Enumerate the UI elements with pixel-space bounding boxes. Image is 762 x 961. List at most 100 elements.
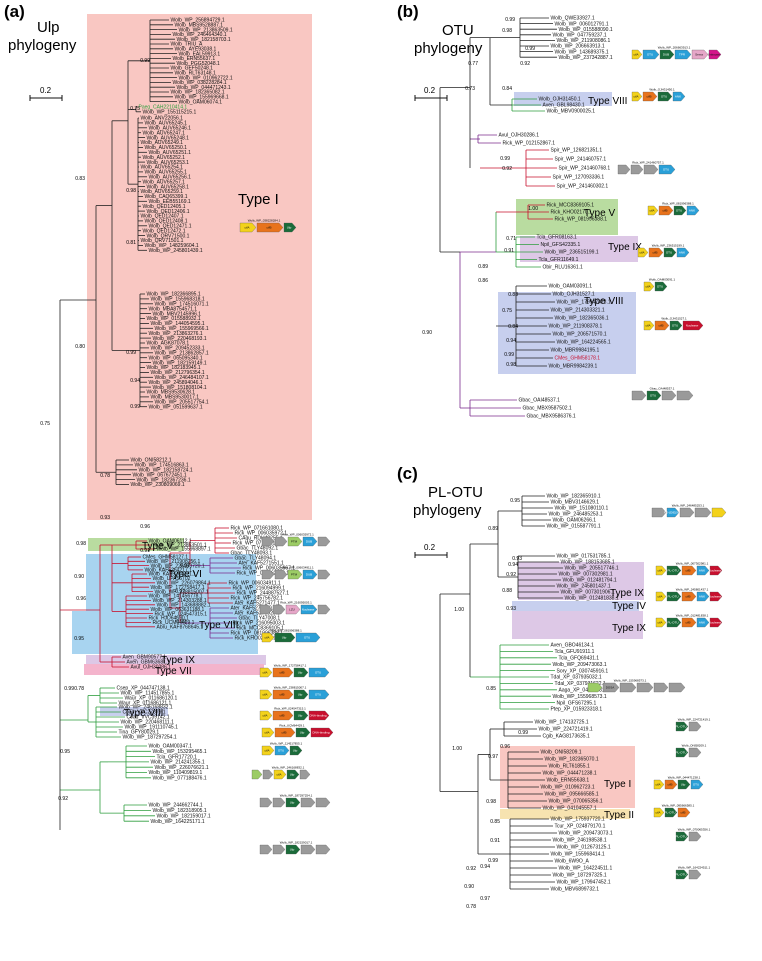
domain-arrow [310, 727, 334, 738]
leaf-label: Waur_XP_011686120.1 [125, 696, 178, 702]
domain-arrow [681, 565, 697, 576]
domain-arrow [631, 91, 643, 102]
leaf-label: Rick_HJD64690.1 [149, 616, 190, 622]
leaf-label: Rick_WP_244887527.1 [237, 591, 290, 597]
leaf-label: Wolb_WP_174516863.1 [135, 463, 189, 469]
cartoon-accession: Wolb_WP_238815007.1 [274, 686, 307, 690]
leaf-label: Wolb_WP_044471243.1 [177, 85, 231, 91]
domain-arrow [709, 617, 723, 628]
leaf-label: Wolb_WP_010962722.1 [179, 75, 233, 81]
leaf-label: Wolb_WP_051599637.1 [149, 404, 203, 410]
leaf-label: Wolb_OJH31450.1 [539, 97, 581, 103]
leaf-label: Wolb_WP_151080110.1 [555, 506, 609, 512]
leaf-label: Tcur_XP_024879170.1 [555, 824, 606, 830]
leaf-label: Wolb_MBV2145996.1 [153, 311, 202, 317]
bootstrap-value: 0.96 [76, 596, 86, 602]
leaf-label: Wolb_WP_226076621.1 [155, 765, 209, 771]
bootstrap-value: 0.77 [468, 61, 478, 67]
domain-arrow [272, 797, 286, 808]
bootstrap-value: 0.92 [466, 866, 476, 872]
leaf-label: Wolb_WP_182159017.1 [157, 814, 211, 820]
domain-label: cifA [633, 95, 638, 99]
cartoon-accession: Wolb_WP_038228284.1 [248, 219, 281, 223]
domain-arrow [675, 869, 689, 880]
domain-arrow [676, 390, 694, 401]
leaf-label: Obir_RLU16361.1 [543, 265, 584, 271]
leaf-label: Wolb_OAM06112.1 [149, 539, 192, 545]
type-i-highlight [87, 14, 312, 520]
leaf-label: Wolb_WP_230809069.1 [131, 482, 185, 488]
bootstrap-value: 0.97 [488, 754, 498, 760]
bootstrap-value: 0.75 [40, 421, 50, 427]
domain-label: TPR [679, 53, 686, 57]
domain-label: OTU [315, 671, 321, 675]
domain-arrow [259, 689, 273, 700]
leaf-label: Wolb_CAQ65399.1 [145, 194, 188, 200]
domain-label: PTM [291, 540, 298, 544]
leaf-label: Wolb_AUV65247.1 [143, 130, 186, 136]
domain-arrow [682, 320, 704, 331]
leaf-label: Rick_WP_081996388.1 [231, 631, 284, 637]
domain-label: OTU [666, 251, 672, 255]
domain-label: Ulp [293, 749, 298, 753]
leaf-label: Wolb_WP_015587791.1 [547, 524, 601, 530]
domain-arrow [602, 682, 620, 693]
domain-arrow [630, 164, 644, 175]
domain-arrow [317, 536, 331, 547]
leaf-label: Wolb_WP_010962723.1 [541, 785, 595, 791]
domain-label: cifB [685, 595, 690, 599]
domain-arrow [272, 604, 286, 615]
domain-arrow [669, 320, 683, 331]
leaf-label: Wolb_WP_214303288.1 [153, 598, 207, 604]
leaf-label: Wolb_WP_155115215.1 [143, 110, 197, 116]
cartoon-accession: Wolb_OAM03091.1 [649, 278, 675, 282]
cartoon-accession: Wolb_WP_182159017.1 [280, 841, 313, 845]
leaf-label: Wolb_WP_012481794.1 [563, 578, 617, 584]
leaf-label: Rick_WP_245756782.1 [231, 596, 284, 602]
leaf-label: Wolb_WP_155968414.1 [551, 852, 605, 858]
domain-arrow [675, 831, 689, 842]
leaf-label: Wolb_WP_245801437.1 [557, 584, 611, 590]
domain-arrow [287, 569, 303, 580]
domain-label: cifB [646, 95, 651, 99]
domain-arrow [636, 682, 654, 693]
bootstrap-value: 0.97 [180, 563, 190, 569]
leaf-label: Wolb_WP_012673125.1 [557, 845, 611, 851]
panel-b-title-line2: phylogeny [414, 40, 483, 57]
cartoon-accession: Wolb_WP_246485253.1 [672, 504, 705, 508]
type-v-label-b: Type V [584, 208, 615, 219]
leaf-label: Wolb_WP_187297254.1 [123, 735, 177, 741]
domain-arrow [691, 49, 709, 60]
cartoon-accession: Wolb_OJH31527.1 [661, 317, 687, 321]
domain-arrow [262, 769, 274, 780]
leaf-label: Wolb_WP_015588090.1 [559, 27, 613, 33]
leaf-label: Spir_WP_127093336.1 [553, 175, 605, 181]
domain-label: cifA [633, 53, 638, 57]
leaf-label: Wolb_WP_041045557.1 [543, 806, 597, 812]
leaf-label: Wolb_ERN55638.1 [547, 778, 590, 784]
tree-branches-layer [59, 17, 563, 890]
domain-label: cifA [276, 773, 281, 777]
panel-b-letter: (b) [397, 2, 419, 21]
type-iv-highlight-c [512, 601, 639, 611]
bootstrap-value: 0.78 [466, 904, 476, 910]
leaf-label: Wolb_WP_237342887.1 [559, 55, 613, 61]
domain-arrow [664, 779, 678, 790]
leaf-label: Avul_OJH30286.1 [499, 133, 540, 139]
leaf-label: Wolb_WP_155969566.1 [155, 326, 209, 332]
leaf-label: Wolb_MBS9530628.1 [147, 390, 196, 396]
domain-label: Nuclease [302, 608, 315, 612]
domain-arrow [646, 390, 662, 401]
domain-arrow [259, 844, 273, 855]
leaf-label: Aven_GBL98430.1 [543, 103, 585, 109]
domain-arrow [289, 745, 303, 756]
domain-label: cifA [657, 595, 662, 599]
domain-label: DUB [306, 540, 312, 544]
leaf-label: Cgib_KAG8173635.1 [543, 734, 590, 740]
cartoon-accession: Wolb_WP_224721419.1 [678, 718, 711, 722]
domain-arrow [666, 591, 682, 602]
domain-arrow [299, 769, 311, 780]
leaf-label: Gbac_TLY48093.1 [231, 551, 273, 557]
leaf-label: Wolb_AYE93038.1 [175, 47, 217, 53]
bootstrap-value: 1.00 [454, 607, 464, 613]
